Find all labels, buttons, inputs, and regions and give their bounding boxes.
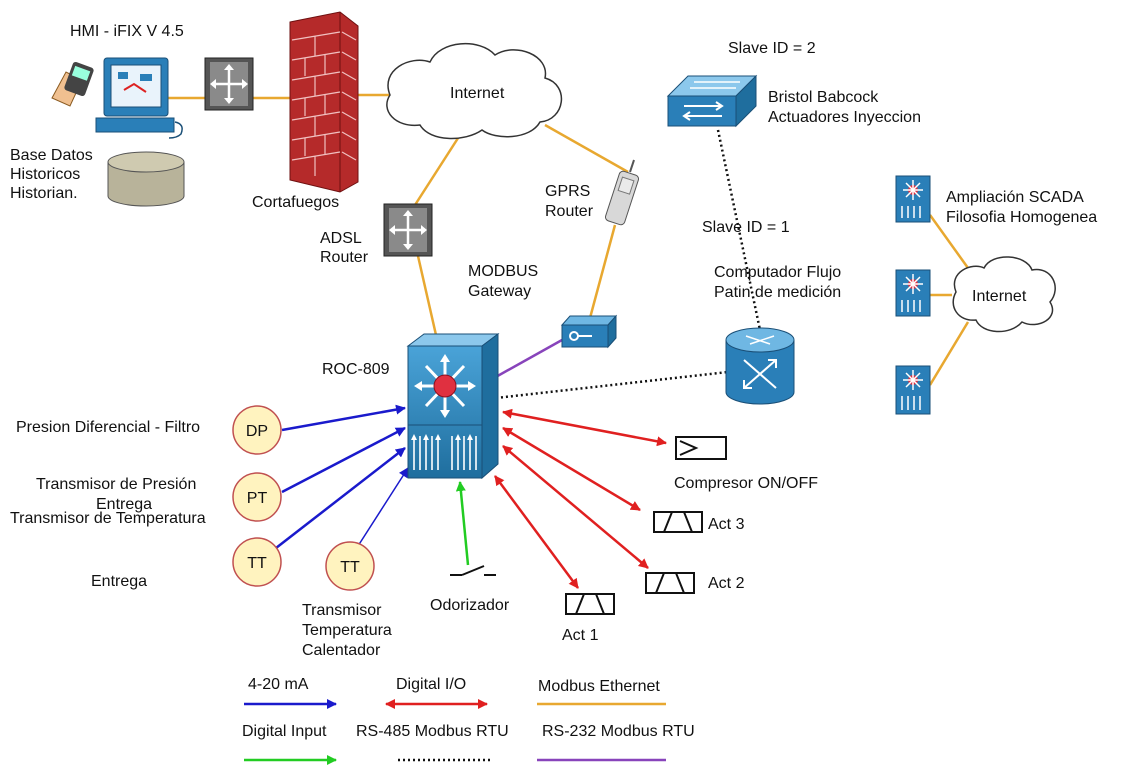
tt-label: Transmisor de Temperatura xyxy=(10,510,206,527)
scada-label-line2: Filosofia Homogenea xyxy=(946,209,1098,226)
odorizador-switch-icon xyxy=(450,565,496,576)
digital-input-link xyxy=(455,481,470,566)
scada-label-line1: Ampliación SCADA xyxy=(946,189,1084,206)
pd-filter-label: Presion Diferencial - Filtro xyxy=(16,419,201,436)
bristol-switch-icon xyxy=(666,74,758,128)
tt-calentador-instrument: TT xyxy=(325,541,375,591)
roc-809-controller-icon xyxy=(406,333,500,480)
database-icon xyxy=(107,151,185,207)
legend-digital-io-label: Digital I/O xyxy=(396,676,467,693)
legend-420ma-label: 4-20 mA xyxy=(248,676,309,693)
compresor-icon xyxy=(675,436,727,460)
internet-main-label: Internet xyxy=(450,85,505,102)
modbus-ethernet-links xyxy=(168,93,970,386)
actuator-act3-icon xyxy=(653,511,703,533)
pt-label-line2: Entrega xyxy=(96,496,153,513)
database-label-line1: Base Datos xyxy=(10,147,93,164)
firewall-label: Cortafuegos xyxy=(252,194,340,211)
analog-signal-links xyxy=(275,404,409,549)
dp-instrument-text: DP xyxy=(246,423,268,440)
firewall-icon xyxy=(289,11,359,193)
internet-right-label: Internet xyxy=(972,288,1027,305)
gprs-label-line1: GPRS xyxy=(545,183,591,200)
pt-instrument-text: PT xyxy=(247,490,268,507)
flow-computer-label-line1: Computador Flujo xyxy=(714,264,842,281)
slave1-label: Slave ID = 1 xyxy=(702,219,790,236)
internet-cloud-icon xyxy=(952,256,1056,333)
tt2-label-line3: Calentador xyxy=(302,642,381,659)
rs232-link xyxy=(493,338,563,380)
scada-device-icon xyxy=(895,365,931,415)
tt2-label-line1: Transmisor xyxy=(302,602,382,619)
compresor-label: Compresor ON/OFF xyxy=(674,475,819,492)
bristol-label-line2: Actuadores Inyeccion xyxy=(768,109,921,126)
entrega-label: Entrega xyxy=(91,573,148,590)
legend-digital-input-label: Digital Input xyxy=(242,723,327,740)
modbus-gateway-label-line1: MODBUS xyxy=(468,263,539,280)
pt-label-line1: Transmisor de Presión xyxy=(36,476,197,493)
modbus-gateway-icon xyxy=(560,314,618,349)
act1-label: Act 1 xyxy=(562,627,599,644)
flow-computer-label-line2: Patin de medición xyxy=(714,284,842,301)
router-icon xyxy=(204,57,254,111)
internet-cloud-icon xyxy=(386,43,562,140)
database-label-line2: Historicos xyxy=(10,166,81,183)
act2-label: Act 2 xyxy=(708,575,745,592)
tt-instrument: TT xyxy=(232,537,282,587)
rs485-links xyxy=(495,129,762,400)
act3-label: Act 3 xyxy=(708,516,745,533)
gprs-label-line2: Router xyxy=(545,203,594,220)
adsl-router-icon xyxy=(383,203,433,257)
bristol-label-line1: Bristol Babcock xyxy=(768,89,879,106)
adsl-label-line2: Router xyxy=(320,249,369,266)
scada-device-icon xyxy=(895,175,931,223)
pt-instrument: PT xyxy=(232,472,282,522)
legend-modbus-ethernet-label: Modbus Ethernet xyxy=(538,678,660,695)
gprs-phone-icon xyxy=(604,159,640,226)
digital-io-links xyxy=(493,408,667,589)
dp-instrument: DP xyxy=(232,405,282,455)
hmi-computer-icon xyxy=(95,57,183,139)
slave2-label: Slave ID = 2 xyxy=(728,40,816,57)
modbus-gateway-label-line2: Gateway xyxy=(468,283,532,300)
odorizador-label: Odorizador xyxy=(430,597,510,614)
legend-rs485-label: RS-485 Modbus RTU xyxy=(356,723,509,740)
legend-rs232-label: RS-232 Modbus RTU xyxy=(542,723,695,740)
roc-label: ROC-809 xyxy=(322,361,390,378)
actuator-act1-icon xyxy=(565,593,615,615)
tt2-label-line2: Temperatura xyxy=(302,622,392,639)
scada-device-icon xyxy=(895,269,931,317)
legend-graphics xyxy=(244,699,666,765)
flow-computer-icon xyxy=(725,327,795,405)
actuator-act2-icon xyxy=(645,572,695,594)
tt-calentador-instrument-text: TT xyxy=(340,559,360,576)
hmi-label: HMI - iFIX V 4.5 xyxy=(70,23,184,40)
database-label-line3: Historian. xyxy=(10,185,78,202)
tt-instrument-text: TT xyxy=(247,555,267,572)
handheld-icon xyxy=(51,61,94,107)
adsl-label-line1: ADSL xyxy=(320,230,362,247)
